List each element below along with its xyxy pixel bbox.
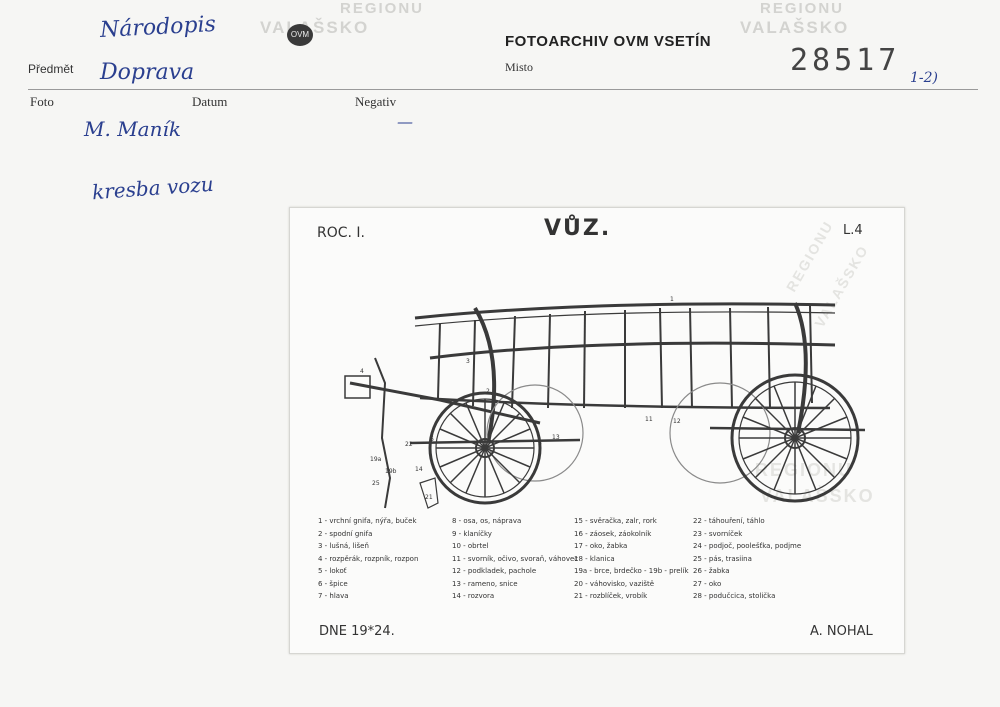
mounted-photo: ROC. I. VŮZ. L.4 REGIONU VALAŠSKO REGION… bbox=[289, 207, 905, 654]
watermark-top-2: VALAŠSKO bbox=[260, 18, 370, 37]
legend-item: 26 - žabka bbox=[693, 567, 730, 575]
legend-item: 8 - osa, os, náprava bbox=[452, 517, 522, 525]
description-value: kresba vozu bbox=[91, 171, 215, 205]
photo-heading: VŮZ. bbox=[544, 216, 612, 241]
drawing-label: 1 bbox=[670, 296, 674, 303]
legend-item: 18 - klanica bbox=[574, 554, 615, 563]
legend-item: 7 - hlava bbox=[318, 592, 349, 600]
legend-column-3: 15 - svěračka, zalr, rork 16 - záosek, z… bbox=[574, 515, 689, 603]
misto-label: Misto bbox=[505, 60, 534, 74]
drawing-label: 25 bbox=[372, 480, 380, 487]
legend-item: 16 - záosek, záokolník bbox=[574, 529, 652, 538]
drawing-label: 6 bbox=[430, 436, 434, 443]
legend-item: 23 - svorníček bbox=[693, 529, 743, 538]
legend-column-4: 22 - táhouření, táhlo 23 - svorníček 24 … bbox=[693, 515, 801, 603]
drawing-label: 12 bbox=[673, 418, 681, 425]
watermark-top-1: REGIONU bbox=[340, 0, 425, 17]
drawing-label: 2 bbox=[486, 388, 490, 395]
predmet-label: Předmět bbox=[28, 62, 74, 76]
drawing-label: 3 bbox=[466, 358, 470, 365]
legend-item: 10 - obrtel bbox=[452, 542, 489, 550]
legend-item: 27 - oko bbox=[693, 579, 722, 588]
legend-item: 3 - lušná, lišeň bbox=[318, 542, 369, 550]
photo-sheet: L.4 bbox=[843, 223, 863, 238]
museum-logo: OVM bbox=[287, 24, 313, 46]
legend-item: 13 - rameno, snice bbox=[452, 579, 518, 588]
legend-item: 17 - oko, žabka bbox=[574, 542, 628, 550]
predmet-value: Doprava bbox=[100, 60, 195, 85]
drawing-label: 14 bbox=[415, 466, 423, 473]
datum-label: Datum bbox=[192, 94, 228, 109]
archive-number-suffix: 1-2) bbox=[910, 70, 939, 86]
legend-item: 5 - lokoť bbox=[318, 567, 347, 575]
legend-item: 28 - podučcica, stolička bbox=[693, 592, 776, 600]
drawing-label: 4 bbox=[360, 368, 364, 375]
photo-signature: A. NOHAL bbox=[810, 624, 873, 639]
negativ-label: Negativ bbox=[355, 94, 397, 109]
archive-title: FOTOARCHIV OVM VSETÍN bbox=[505, 33, 712, 50]
watermark-top-3: REGIONU bbox=[760, 0, 845, 17]
header-rule bbox=[28, 89, 978, 90]
legend-item: 24 - podjoč, poolešťka, podjme bbox=[693, 542, 802, 550]
legend-item: 25 - pás, trasiina bbox=[693, 554, 752, 563]
legend-item: 15 - svěračka, zalr, rork bbox=[574, 517, 657, 525]
watermark-top-4: VALAŠSKO bbox=[740, 18, 850, 37]
drawing-label: 22 bbox=[405, 441, 413, 448]
drawing-label: 5 bbox=[538, 440, 542, 447]
wagon-drawing bbox=[344, 302, 866, 509]
legend-item: 12 - podkladek, pachole bbox=[452, 567, 537, 575]
legend-item: 22 - táhouření, táhlo bbox=[693, 517, 765, 525]
legend-item: 14 - rozvora bbox=[452, 592, 495, 600]
header-handwriting: Národopis bbox=[99, 11, 217, 44]
drawing-label: 19a bbox=[370, 456, 382, 463]
legend-item: 1 - vrchní gnifa, nýřa, buček bbox=[318, 517, 417, 525]
legend-item: 6 - špice bbox=[318, 579, 348, 588]
legend-column-2: 8 - osa, os, náprava 9 - klaníčky 10 - o… bbox=[452, 515, 578, 603]
legend-column-1: 1 - vrchní gnifa, nýřa, buček 2 - spodní… bbox=[318, 515, 418, 603]
archive-number: 28517 bbox=[790, 43, 901, 78]
photo-roc: ROC. I. bbox=[317, 225, 366, 241]
legend-item: 2 - spodní gnifa bbox=[318, 529, 373, 538]
drawing-label: 11 bbox=[645, 416, 653, 423]
drawing-label: 13 bbox=[552, 434, 560, 441]
photo-watermark-3: REGIONU bbox=[755, 460, 854, 480]
foto-label: Foto bbox=[30, 94, 54, 109]
legend-item: 21 - rozblíček, vrobík bbox=[574, 592, 648, 600]
foto-value: M. Maník bbox=[84, 117, 181, 141]
legend-item: 11 - svorník, očivo, svoraň, váhovec bbox=[452, 554, 579, 563]
photo-date: DNE 19*24. bbox=[319, 624, 395, 639]
legend-item: 20 - váhovisko, vaziště bbox=[574, 579, 655, 588]
legend-item: 9 - klaníčky bbox=[452, 529, 492, 538]
legend-item: 19a - brce, brdečko - 19b - prelík bbox=[574, 567, 689, 575]
drawing-label: 19b bbox=[385, 468, 397, 475]
drawing-label: 21 bbox=[425, 494, 433, 501]
legend-item: 4 - rozpěrák, rozpník, rozpon bbox=[318, 554, 419, 563]
negativ-value: — bbox=[397, 112, 413, 131]
